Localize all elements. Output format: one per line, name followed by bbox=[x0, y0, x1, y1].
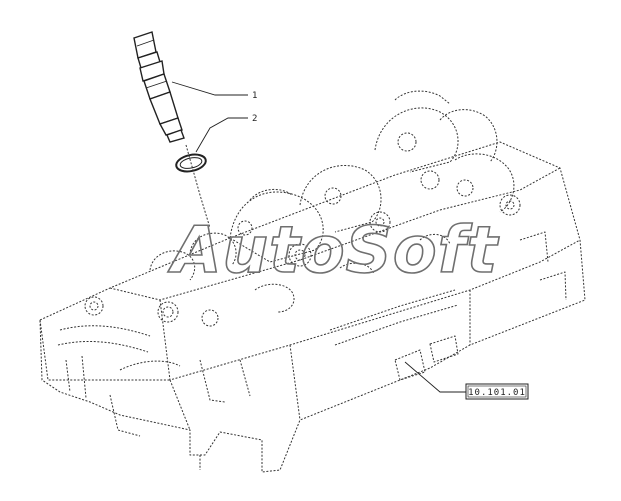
reference-label: 10.101.01 bbox=[468, 388, 526, 398]
callout-2-leader bbox=[195, 117, 248, 153]
reference-box: 10.101.01 bbox=[465, 383, 529, 400]
injector-part bbox=[133, 31, 185, 143]
cylinder-head-drawing bbox=[39, 90, 586, 473]
injector-axis-line bbox=[185, 144, 211, 229]
reference-leader bbox=[404, 361, 466, 393]
watermark-text: AutoSoft bbox=[167, 214, 500, 288]
callout-1-leader bbox=[171, 81, 248, 96]
callout-2-label: 2 bbox=[252, 114, 257, 124]
callout-1-label: 1 bbox=[252, 91, 257, 101]
seal-ring-part bbox=[175, 153, 207, 173]
